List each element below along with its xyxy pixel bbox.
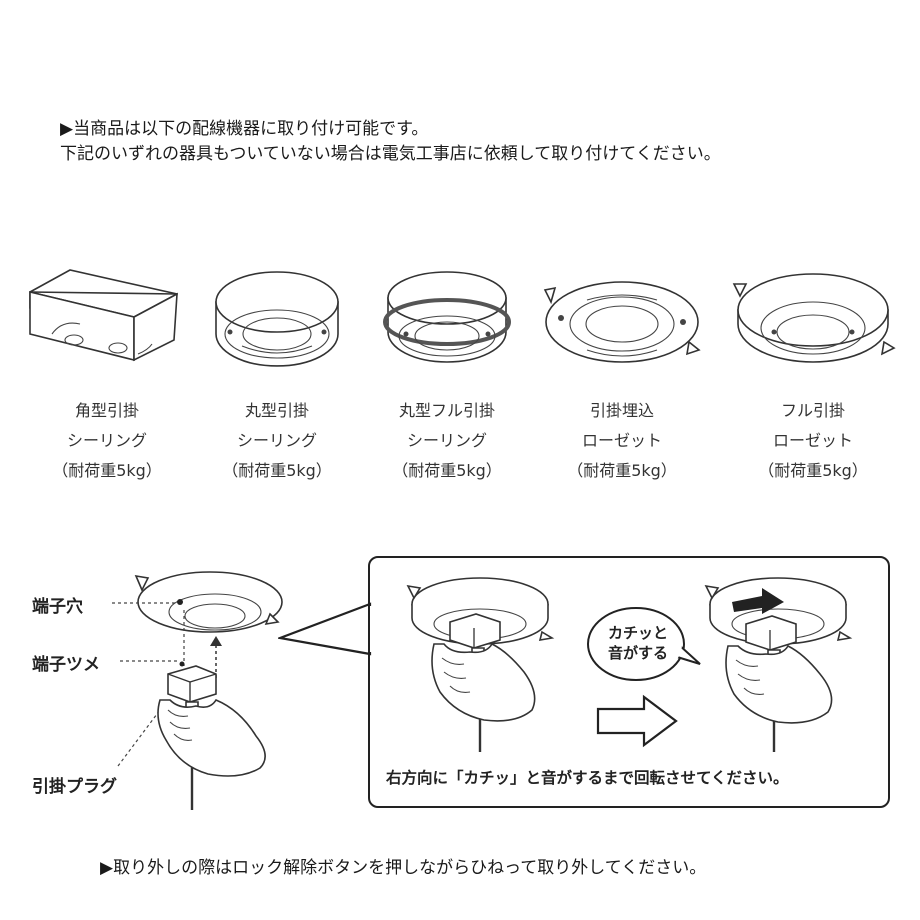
- fixture-type: シーリング: [406, 431, 487, 450]
- callout-terminal-hole: 端子穴: [32, 597, 83, 617]
- terminal-hole-dot: [177, 599, 183, 605]
- intro-text: ▶当商品は以下の配線機器に取り付け可能です。 下記のいずれの器具もついていない場…: [60, 117, 721, 167]
- removal-instruction: ▶取り外しの際はロック解除ボタンを押しながらひねって取り外してください。: [100, 858, 707, 878]
- fixture-full-rosette-illustration: [732, 273, 896, 363]
- click-sound-bubble: [587, 607, 701, 681]
- bubble-line-1: カチッと: [607, 624, 668, 642]
- rotate-step-2-illustration: [704, 577, 853, 752]
- fixture-name: 引掛埋込: [589, 401, 654, 420]
- rotation-caption: 右方向に「カチッ」と音がするまで回転させてください。: [386, 769, 789, 787]
- fixture-label-full-round-ceiling: 丸型フル引掛 シーリング （耐荷重5kg）: [362, 396, 532, 486]
- fixture-load: （耐荷重5kg）: [222, 461, 332, 480]
- rotation-instruction-panel: [368, 556, 890, 808]
- hand-illustration: [431, 642, 536, 722]
- fixture-full-round-ceiling-illustration: [383, 271, 511, 363]
- fixture-type: シーリング: [66, 431, 147, 450]
- next-step-arrow-icon: [596, 694, 678, 748]
- fixture-type: ローゼット: [581, 431, 662, 450]
- callout-hook-plug: 引掛プラグ: [32, 777, 117, 797]
- fixture-label-full-rosette: フル引掛 ローゼット （耐荷重5kg）: [728, 396, 898, 486]
- fixture-type: ローゼット: [772, 431, 853, 450]
- fixture-type: シーリング: [236, 431, 317, 450]
- fixture-load: （耐荷重5kg）: [758, 461, 868, 480]
- hand-illustration: [157, 698, 266, 777]
- fixture-label-embedded-rosette: 引掛埋込 ローゼット （耐荷重5kg）: [537, 396, 707, 486]
- fixture-label-round-ceiling: 丸型引掛 シーリング （耐荷重5kg）: [192, 396, 362, 486]
- callout-terminal-claw: 端子ツメ: [32, 655, 100, 675]
- fixture-name: 丸型引掛: [244, 401, 309, 420]
- panel-pointer: [278, 602, 374, 656]
- fixture-square-ceiling-illustration: [29, 269, 178, 362]
- fixture-embedded-rosette-illustration: [543, 281, 701, 363]
- fixture-load: （耐荷重5kg）: [52, 461, 162, 480]
- fixture-load: （耐荷重5kg）: [567, 461, 677, 480]
- bubble-line-2: 音がする: [607, 644, 668, 662]
- fixture-name: 角型引掛: [74, 401, 139, 420]
- intro-line-2: 下記のいずれの器具もついていない場合は電気工事店に依頼して取り付けてください。: [60, 144, 721, 164]
- fixture-row: 角型引掛 シーリング （耐荷重5kg） 丸型引掛 シーリング （耐荷重5kg） …: [0, 262, 920, 492]
- rotate-right-arrow-icon: [732, 588, 784, 614]
- plug-insertion-diagram: [112, 571, 283, 810]
- hand-illustration: [725, 644, 833, 724]
- fixture-name: 丸型フル引掛: [398, 401, 495, 420]
- intro-line-1: ▶当商品は以下の配線機器に取り付け可能です。: [60, 119, 429, 139]
- fixture-round-ceiling-illustration: [215, 271, 339, 367]
- rotate-step-1-illustration: [406, 577, 555, 752]
- hook-plug-body: [167, 665, 217, 703]
- click-sound-text: カチッと 音がする: [592, 623, 684, 663]
- fixture-name: フル引掛: [780, 401, 845, 420]
- fixture-load: （耐荷重5kg）: [392, 461, 502, 480]
- rosette-body: [137, 571, 283, 633]
- fixture-label-square-ceiling: 角型引掛 シーリング （耐荷重5kg）: [22, 396, 192, 486]
